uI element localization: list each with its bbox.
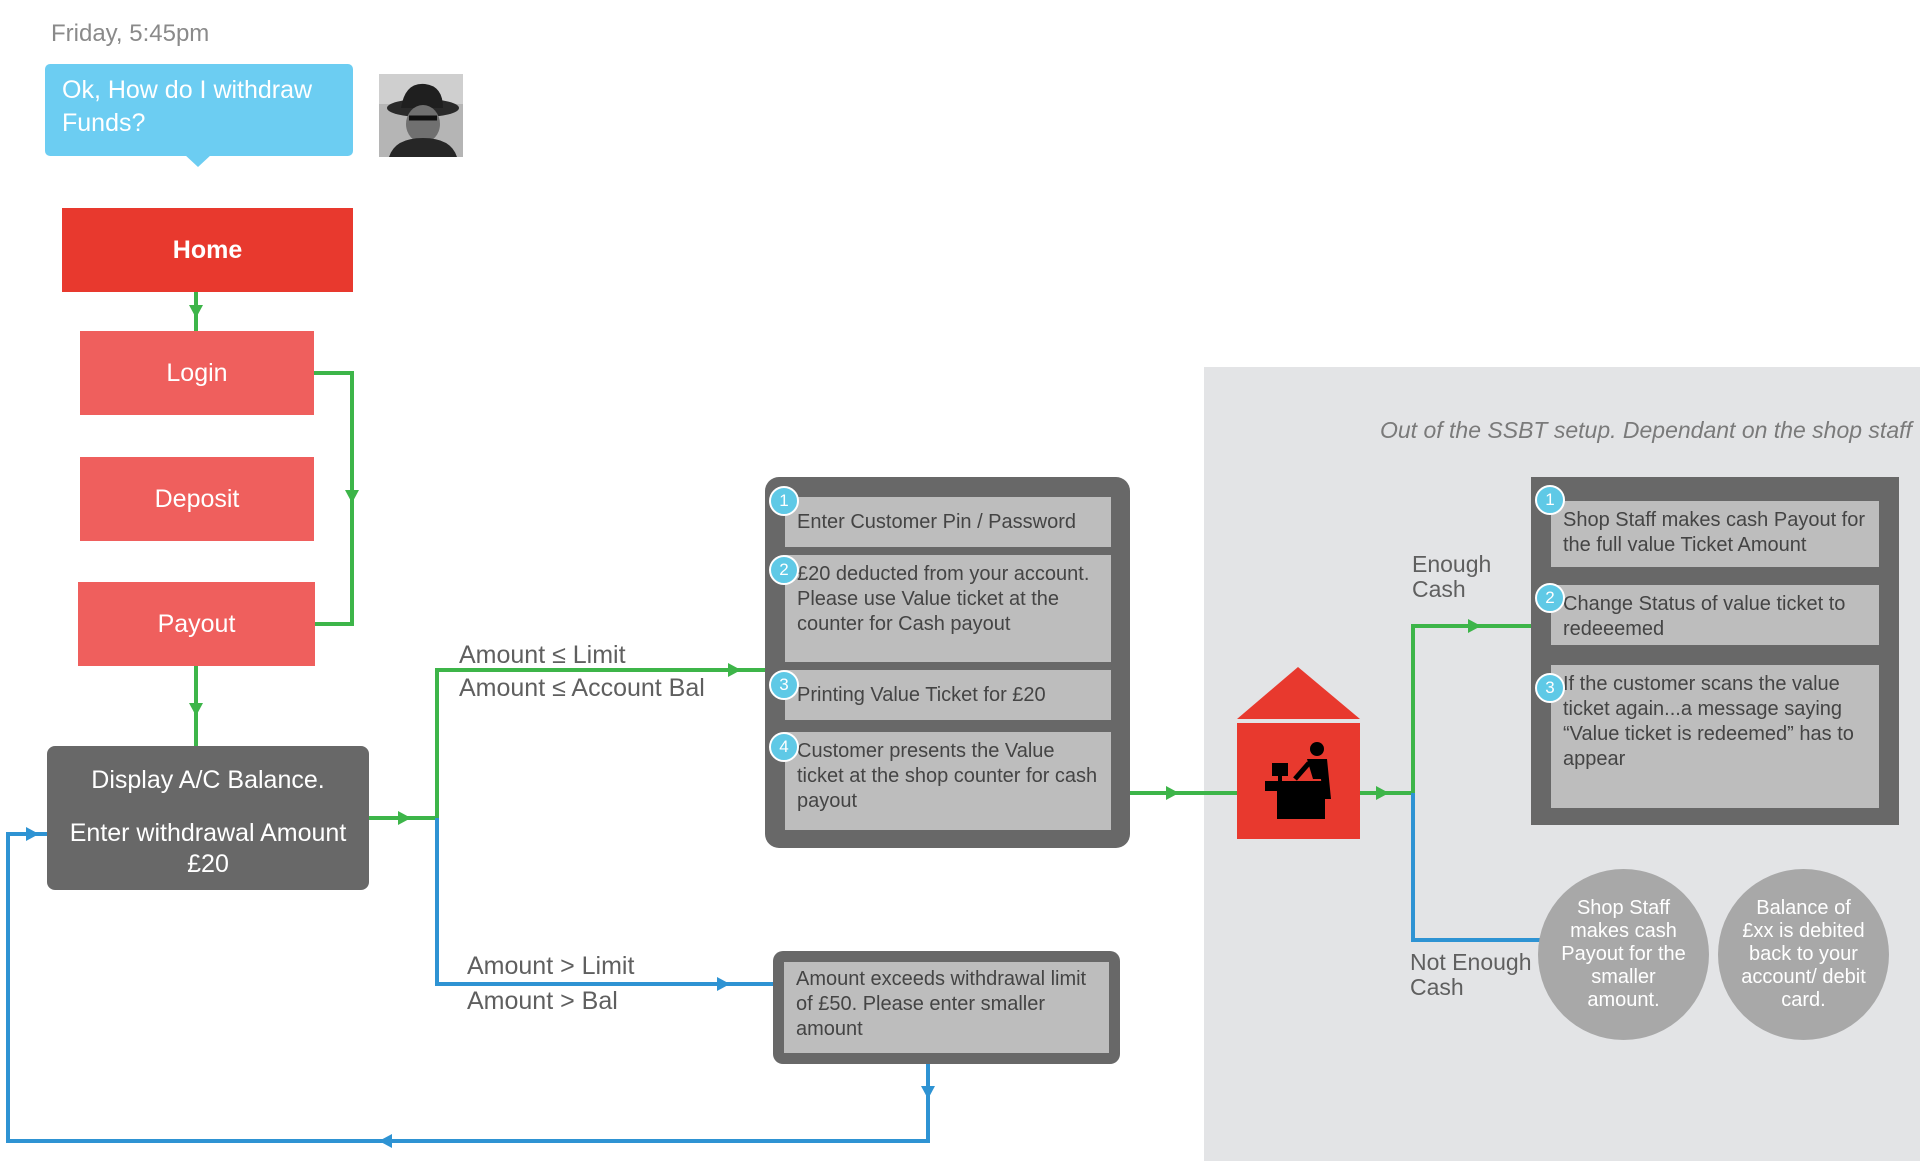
user-avatar: [379, 74, 463, 157]
display-balance-label: Display A/C Balance.: [91, 766, 325, 794]
deposit-button[interactable]: Deposit: [80, 457, 314, 541]
arrowhead: [345, 490, 359, 503]
display-balance-box: Display A/C Balance. Enter withdrawal Am…: [47, 746, 369, 890]
arrowhead: [717, 977, 730, 991]
branch-ok-label-2: Amount ≤ Account Bal: [459, 674, 705, 702]
step-number-badge: 3: [769, 670, 799, 700]
step-number-badge: 1: [769, 486, 799, 516]
balance-debit-circle: Balance of £xx is debited back to your a…: [1718, 869, 1889, 1040]
not-enough-cash-label: Not Enough Cash: [1410, 949, 1532, 1000]
branch-ok-label-1: Amount ≤ Limit: [459, 641, 626, 669]
arrowhead: [26, 827, 39, 841]
balance-debit-text: Balance of £xx is debited back to your a…: [1741, 897, 1866, 1011]
arrowhead: [921, 1086, 935, 1099]
error-panel: Amount exceeds withdrawal limit of £50. …: [773, 951, 1120, 1064]
login-button[interactable]: Login: [80, 331, 314, 415]
zone-note: Out of the SSBT setup. Dependant on the …: [1380, 417, 1912, 443]
home-button[interactable]: Home: [62, 208, 353, 292]
step-box: Printing Value Ticket for £20: [785, 670, 1111, 720]
smaller-payout-circle: Shop Staff makes cash Payout for the sma…: [1538, 869, 1709, 1040]
shop-step-box: Shop Staff makes cash Payout for the ful…: [1551, 501, 1879, 567]
arrowhead: [1166, 786, 1179, 800]
step-number-badge: 3: [1535, 673, 1565, 703]
arrowhead: [728, 663, 741, 677]
error-return-line: [6, 832, 930, 1143]
shop-step-box: Change Status of value ticket to redeeem…: [1551, 585, 1879, 645]
branch-fail-label-2: Amount > Bal: [467, 987, 618, 1015]
withdrawal-amount-value: £20: [187, 850, 229, 878]
payout-button[interactable]: Payout: [78, 582, 315, 666]
chat-bubble: Ok, How do I withdraw Funds?: [45, 64, 353, 156]
enough-cash-label: Enough Cash: [1412, 551, 1492, 602]
enough-cash-line: [1411, 624, 1531, 793]
step-box: £20 deducted from your account. Please u…: [785, 555, 1111, 662]
step-box: Enter Customer Pin / Password: [785, 497, 1111, 547]
chat-bubble-tail: [184, 154, 212, 167]
step-number-badge: 4: [769, 732, 799, 762]
branch-ok-line: [435, 668, 765, 818]
shop-counter-icon: [1237, 667, 1360, 839]
arrowhead: [189, 305, 203, 318]
shop-counter-icon-graphic: [1237, 667, 1360, 839]
step-number-badge: 2: [1535, 583, 1565, 613]
smaller-payout-text: Shop Staff makes cash Payout for the sma…: [1561, 897, 1686, 1011]
withdrawal-steps-panel: Enter Customer Pin / Password £20 deduct…: [765, 477, 1130, 848]
arrowhead: [189, 703, 203, 716]
message-timestamp: Friday, 5:45pm: [51, 20, 210, 47]
branch-fail-label-1: Amount > Limit: [467, 952, 635, 980]
arrowhead: [1376, 786, 1389, 800]
login-to-payout-line: [314, 371, 354, 626]
avatar-photo-icon: [379, 74, 463, 157]
shop-step-box: If the customer scans the value ticket a…: [1551, 665, 1879, 808]
withdrawal-amount-label: Enter withdrawal Amount: [69, 819, 347, 847]
not-enough-cash-line: [1411, 793, 1542, 942]
arrowhead: [1468, 619, 1481, 633]
error-message: Amount exceeds withdrawal limit of £50. …: [784, 962, 1109, 1053]
arrowhead: [379, 1134, 392, 1148]
branch-fail-line: [435, 818, 773, 986]
step-number-badge: 2: [769, 555, 799, 585]
shop-staff-steps-panel: Shop Staff makes cash Payout for the ful…: [1531, 477, 1899, 825]
step-box: Customer presents the Value ticket at th…: [785, 732, 1111, 830]
step-number-badge: 1: [1535, 485, 1565, 515]
arrowhead: [398, 811, 411, 825]
